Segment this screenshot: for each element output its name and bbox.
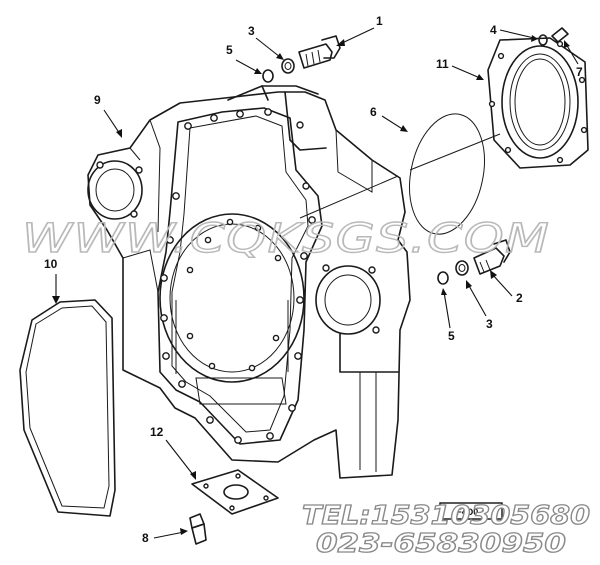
washer-top <box>281 58 295 74</box>
svg-text:10: 10 <box>44 257 58 271</box>
callout-12: 12 <box>150 425 196 480</box>
callout-10: 10 <box>44 257 60 304</box>
rear-oil-seal <box>487 37 589 169</box>
callout-7: 7 <box>564 40 583 79</box>
svg-text:F4D0 4: F4D0 4 <box>456 507 486 517</box>
watermark-text: WWW.CQKSGS.COM <box>22 216 550 262</box>
o-ring-seal <box>409 113 485 235</box>
phone-line-1: TEL:15310305680 <box>302 501 590 531</box>
callout-2: 2 <box>490 270 523 305</box>
callout-5b: 5 <box>441 288 455 343</box>
svg-text:1: 1 <box>376 14 383 28</box>
drawing-code-stamp: F4D0 4 <box>439 502 503 520</box>
svg-text:11: 11 <box>436 57 449 71</box>
svg-text:4: 4 <box>490 23 497 37</box>
callout-9: 9 <box>94 93 122 138</box>
callout-6: 6 <box>370 105 408 132</box>
callout-3b: 3 <box>466 280 493 331</box>
housing-gasket <box>19 299 116 517</box>
svg-text:9: 9 <box>94 93 101 107</box>
svg-text:12: 12 <box>150 425 164 439</box>
callout-11: 11 <box>436 57 484 80</box>
callout-4: 4 <box>490 23 538 42</box>
svg-text:8: 8 <box>142 531 149 545</box>
washer-right <box>455 260 469 276</box>
callout-1: 1 <box>336 14 383 46</box>
cover-plate <box>191 469 279 515</box>
svg-text:2: 2 <box>516 291 523 305</box>
axis-line <box>299 133 501 219</box>
svg-text:3: 3 <box>248 24 255 38</box>
svg-text:7: 7 <box>576 65 583 79</box>
seal-washer <box>538 34 548 46</box>
callout-5a: 5 <box>226 43 262 74</box>
svg-text:6: 6 <box>370 105 377 119</box>
seal-screw <box>551 27 569 43</box>
svg-text:5: 5 <box>226 43 233 57</box>
o-ring-right <box>437 271 449 285</box>
svg-text:5: 5 <box>448 329 455 343</box>
cover-screw <box>189 513 207 545</box>
callout-8: 8 <box>142 528 188 545</box>
o-ring-top <box>262 69 274 83</box>
plug-right <box>473 239 511 275</box>
plug-top <box>298 35 341 69</box>
flywheel-housing <box>87 85 411 479</box>
phone-line-2: 023-65830950 <box>316 529 566 559</box>
callout-3a: 3 <box>248 24 284 60</box>
svg-text:3: 3 <box>486 317 493 331</box>
